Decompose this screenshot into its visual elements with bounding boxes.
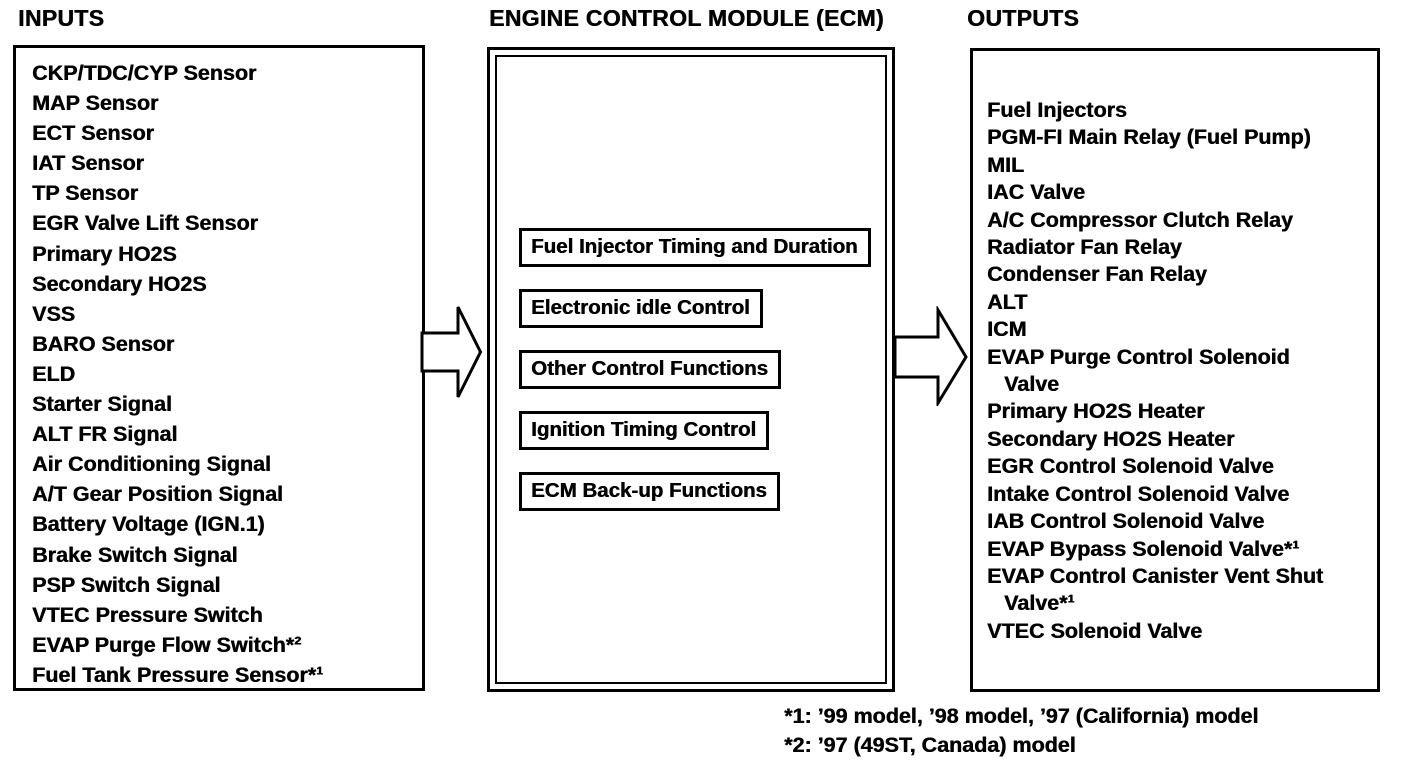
input-item: BARO Sensor [32,331,175,356]
output-item: Primary HO2S Heater [987,399,1205,424]
output-item: MIL [987,152,1025,177]
input-item: VTEC Pressure Switch [32,602,263,627]
input-item: Secondary HO2S [32,271,207,296]
output-item: PGM-FI Main Relay (Fuel Pump) [987,125,1311,150]
output-item: ICM [987,317,1027,342]
output-item: Condenser Fan Relay [987,262,1207,287]
input-item: IAT Sensor [32,151,144,176]
ecm-function-box: Fuel Injector Timing and Duration [519,228,871,267]
output-item: EGR Control Solenoid Valve [987,454,1274,479]
input-item: PSP Switch Signal [32,572,221,597]
input-item: ECT Sensor [32,121,154,146]
input-item: Starter Signal [32,392,172,417]
arrow-ecm-to-outputs-icon [893,306,968,406]
output-item: IAC Valve [987,180,1085,205]
output-item: Fuel Injectors [987,98,1127,122]
ecm-function-box: Ignition Timing Control [519,411,770,450]
input-item: A/T Gear Position Signal [32,482,283,507]
output-item: Radiator Fan Relay [987,235,1182,260]
output-item: ALT [987,289,1028,314]
output-item: A/C Compressor Clutch Relay [987,207,1293,232]
input-item: TP Sensor [32,181,138,206]
output-item: EVAP Control Canister Vent Shut [987,563,1324,588]
ecm-heading: ENGINE CONTROL MODULE (ECM) [489,5,884,31]
footnote-line: *2: ’97 (49ST, Canada) model [784,732,1076,757]
output-item: Intake Control Solenoid Valve [987,481,1290,506]
output-item: Valve [1004,372,1059,397]
output-item: Secondary HO2S Heater [987,426,1235,451]
ecm-function-box: Electronic idle Control [519,289,763,328]
input-item: Air Conditioning Signal [32,452,271,477]
output-item: VTEC Solenoid Valve [987,618,1203,643]
input-item: Primary HO2S [32,241,177,266]
output-item: Valve*¹ [1004,591,1075,616]
output-item: EVAP Bypass Solenoid Valve*¹ [987,536,1300,561]
outputs-heading: OUTPUTS [967,5,1079,31]
input-item: Battery Voltage (IGN.1) [32,512,265,537]
input-item: ALT FR Signal [32,422,178,447]
ecm-function-box: Other Control Functions [519,350,781,389]
input-item: EVAP Purge Flow Switch*² [32,632,302,657]
inputs-heading: INPUTS [18,5,105,31]
ecm-function-box: ECM Back-up Functions [519,472,780,511]
input-item: MAP Sensor [32,91,159,116]
input-item: CKP/TDC/CYP Sensor [32,61,257,85]
arrow-inputs-to-ecm-icon [420,306,483,398]
footnote-line: *1: ’99 model, ’98 model, ’97 (Californi… [784,704,1259,728]
input-item: EGR Valve Lift Sensor [32,211,258,236]
input-item: Fuel Tank Pressure Sensor*¹ [32,662,324,687]
output-item: EVAP Purge Control Solenoid [987,344,1290,369]
output-item: IAB Control Solenoid Valve [987,509,1265,534]
input-item: ELD [32,361,75,386]
ecm-inner-box [495,55,887,684]
input-item: Brake Switch Signal [32,542,238,567]
footnotes: *1: ’99 model, ’98 model, ’97 (Californi… [784,702,1258,759]
input-item: VSS [32,301,76,326]
